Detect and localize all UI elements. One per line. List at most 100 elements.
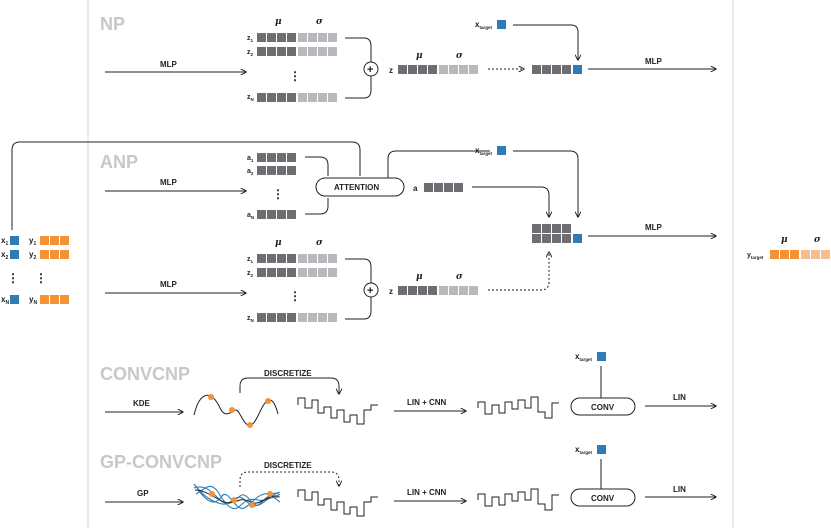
anp-attention-label: ATTENTION xyxy=(334,183,379,192)
anp-z2-label: z2 xyxy=(247,270,254,278)
np-zn-label: zN xyxy=(247,94,254,102)
context-xn-cell xyxy=(10,295,19,304)
context-x-dots: ⋮ xyxy=(7,271,19,285)
np-z2-label: z2 xyxy=(247,49,254,57)
np-xtarget-cell xyxy=(497,20,506,29)
gpconvcnp-xtarget-label: xtarget xyxy=(575,445,592,455)
convcnp-density-curve xyxy=(193,394,279,426)
anp-z1-vector xyxy=(257,254,337,263)
np-mu-label: μ xyxy=(275,17,282,27)
anp-a-vector xyxy=(424,183,463,192)
anp-xtarget-to-attention-line xyxy=(387,150,490,178)
gpconvcnp-conv-box xyxy=(570,488,636,507)
anp-z-dots: ⋮ xyxy=(289,289,301,303)
anp-sigma2-label: σ xyxy=(456,272,463,282)
convcnp-lin-label: LIN xyxy=(673,393,686,402)
anp-decoder-input-grid xyxy=(532,224,582,243)
gpconvcnp-cnn-output-signal xyxy=(477,488,559,511)
convcnp-section: CONVCNP KDE DISCRETIZE LIN + CNN xtarget… xyxy=(100,352,716,428)
gpconvcnp-discretize-label: DISCRETIZE xyxy=(264,461,312,470)
np-sigma2-label: σ xyxy=(456,51,463,61)
output-sigma-label: σ xyxy=(814,235,821,245)
anp-a2-label: a2 xyxy=(247,168,254,176)
anp-sample-arrow xyxy=(488,252,549,291)
anp-a-label: a xyxy=(413,184,418,193)
convcnp-discretize-arrow xyxy=(239,377,339,394)
convcnp-discretized-signal xyxy=(297,397,378,425)
np-z1-label: z1 xyxy=(247,35,254,43)
gpconvcnp-discretize-arrow xyxy=(239,471,339,487)
output-ytarget-label: ytarget xyxy=(747,252,764,260)
anp-an-label: aN xyxy=(247,212,254,220)
np-z1-vector xyxy=(257,33,337,42)
anp-section: ANP MLP a1 a2 ⋮ aN ATTENTION a xtarget xyxy=(100,146,716,323)
np-sigma-label: σ xyxy=(316,17,323,27)
gpconvcnp-gp-samples xyxy=(193,483,281,510)
anp-a1-vector xyxy=(257,153,296,162)
gpconvcnp-xtarget-cell xyxy=(597,445,606,454)
context-yn-cells xyxy=(40,295,69,304)
anp-a-dots: ⋮ xyxy=(272,187,284,201)
context-y1-label: y1 xyxy=(29,236,36,247)
context-set: x1 x2 ⋮ xN y1 y2 ⋮ yN xyxy=(1,236,69,306)
anp-attention-box xyxy=(315,177,405,197)
gpconvcnp-section: GP-CONVCNP GP DISCRETIZE LIN + CNN xtarg… xyxy=(100,445,716,517)
np-z-dots: ⋮ xyxy=(289,69,301,83)
gpconvcnp-conv-label: CONV xyxy=(591,494,615,503)
convcnp-xtarget-cell xyxy=(597,352,606,361)
anp-a2-vector xyxy=(257,166,296,175)
output-ytarget-vector xyxy=(770,250,830,259)
anp-xtarget-to-decoder-arrow xyxy=(513,150,578,217)
convcnp-context-points xyxy=(208,394,271,428)
np-z-label: z xyxy=(389,66,393,75)
anp-sigma-label: σ xyxy=(316,238,323,248)
np-sum-node xyxy=(363,61,379,77)
context-xn-label: xN xyxy=(1,295,9,306)
output-mu-label: μ xyxy=(781,235,788,245)
np-xtarget-label: xtarget xyxy=(475,20,492,30)
anp-a-brace xyxy=(305,156,329,215)
anp-mu2-label: μ xyxy=(416,272,423,282)
anp-a-to-decoder-arrow xyxy=(472,186,549,217)
convcnp-lincnn-label: LIN + CNN xyxy=(407,398,447,407)
context-x1-label: x1 xyxy=(1,236,8,247)
convcnp-cnn-output-signal xyxy=(477,396,559,419)
gpconvcnp-discretized-signal xyxy=(297,489,378,517)
gpconvcnp-gp-label: GP xyxy=(137,489,149,498)
convcnp-discretize-label: DISCRETIZE xyxy=(264,369,312,378)
np-decoder-input-vector xyxy=(532,65,582,74)
context-x2-cell xyxy=(10,250,19,259)
convcnp-conv-label: CONV xyxy=(591,403,615,412)
anp-xtarget-cell xyxy=(497,146,506,155)
convcnp-kde-label: KDE xyxy=(133,399,151,408)
np-zn-vector xyxy=(257,93,337,102)
anp-z2-vector xyxy=(257,268,337,277)
anp-title: ANP xyxy=(100,152,138,172)
anp-zn-label: zN xyxy=(247,315,254,323)
anp-z-vector xyxy=(398,286,478,295)
anp-mlp-a-label: MLP xyxy=(160,178,178,187)
target-output: μ σ ytarget xyxy=(747,235,830,260)
anp-plus-label: + xyxy=(367,285,373,297)
context-y-dots: ⋮ xyxy=(35,271,47,285)
np-z2-vector xyxy=(257,47,337,56)
anp-z-label: z xyxy=(389,287,393,296)
np-z-vector xyxy=(398,65,478,74)
anp-mu-label: μ xyxy=(275,238,282,248)
context-y2-cells xyxy=(40,250,69,259)
anp-a1-label: a1 xyxy=(247,155,254,163)
np-plus-label: + xyxy=(367,64,373,76)
gpconvcnp-mean-curve xyxy=(194,489,280,504)
anp-z1-label: z1 xyxy=(247,256,254,264)
convcnp-title: CONVCNP xyxy=(100,364,190,384)
gpconvcnp-lincnn-label: LIN + CNN xyxy=(407,488,447,497)
convcnp-xtarget-label: xtarget xyxy=(575,352,592,362)
convcnp-conv-box xyxy=(570,397,636,416)
np-mu2-label: μ xyxy=(416,51,423,61)
anp-output-mlp-label: MLP xyxy=(645,223,663,232)
anp-an-vector xyxy=(257,210,296,219)
context-y1-cells xyxy=(40,236,69,245)
anp-mlp-z-label: MLP xyxy=(160,280,178,289)
np-mlp-label: MLP xyxy=(160,60,178,69)
